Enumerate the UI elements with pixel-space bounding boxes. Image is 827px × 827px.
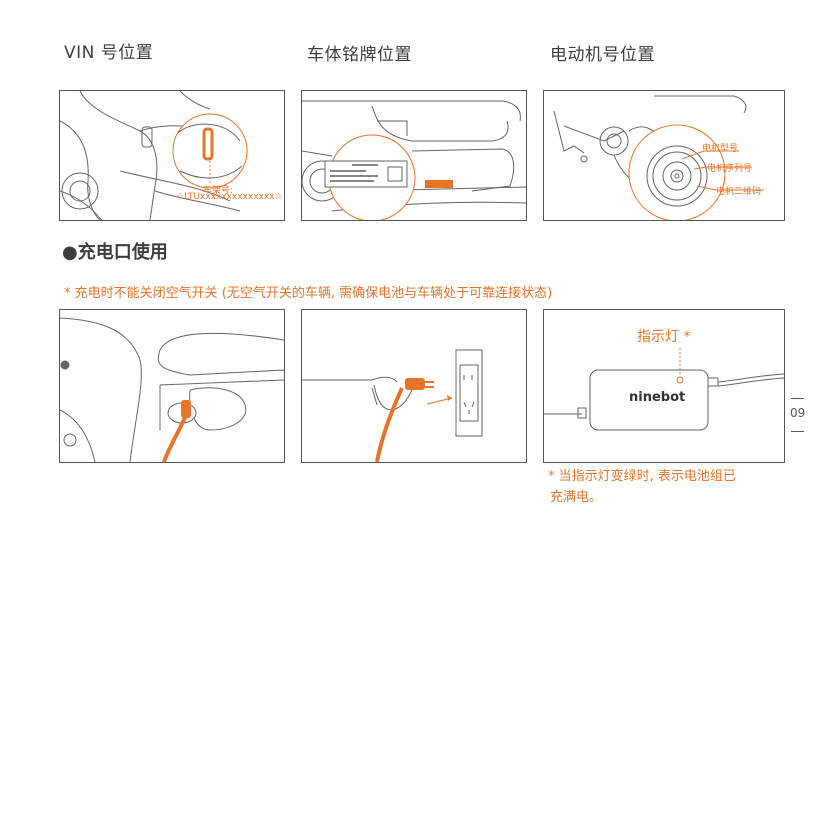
- nameplate-illustration: [301, 90, 527, 221]
- vin-frame-value: ☆LTUxxxxxxxxxxxxxx☆: [176, 192, 283, 202]
- vin-illustration: 车架号: ☆LTUxxxxxxxxxxxxxx☆: [59, 90, 285, 221]
- indicator-note-line2: 充满电。: [550, 490, 603, 505]
- charging-port-illustration: [59, 309, 285, 463]
- indicator-note-line1: * 当指示灯变绿时, 表示电池组已: [548, 469, 736, 484]
- charging-heading-text: 充电口使用: [77, 242, 168, 263]
- nameplate-heading: 车体铭牌位置: [307, 45, 412, 65]
- ninebot-logo: ninebot: [629, 390, 686, 405]
- bullet-icon: ●: [62, 242, 78, 263]
- page-number: 09: [790, 406, 806, 420]
- page-rule-top: [791, 398, 804, 399]
- motor-illustration: 电机型号 电机序列号 电机二维码: [543, 90, 785, 221]
- motor-serial-label: 电机序列号: [707, 164, 753, 174]
- motor-heading: 电动机号位置: [550, 45, 655, 65]
- charging-heading: ●充电口使用: [62, 238, 168, 264]
- vin-heading: VIN 号位置: [64, 43, 154, 63]
- indicator-label: 指示灯 *: [637, 329, 691, 345]
- motor-model-label: 电机型号: [702, 144, 739, 154]
- vin-frame-label: 车架号:: [203, 186, 234, 196]
- charging-warning: * 充电时不能关闭空气开关 (无空气开关的车辆, 需确保电池与车辆处于可靠连接状…: [64, 286, 553, 301]
- page-rule-bottom: [791, 431, 804, 432]
- wall-outlet-illustration: [301, 309, 527, 463]
- motor-qr-label: 电机二维码: [716, 187, 762, 197]
- charger-illustration: 指示灯 * ninebot: [543, 309, 785, 463]
